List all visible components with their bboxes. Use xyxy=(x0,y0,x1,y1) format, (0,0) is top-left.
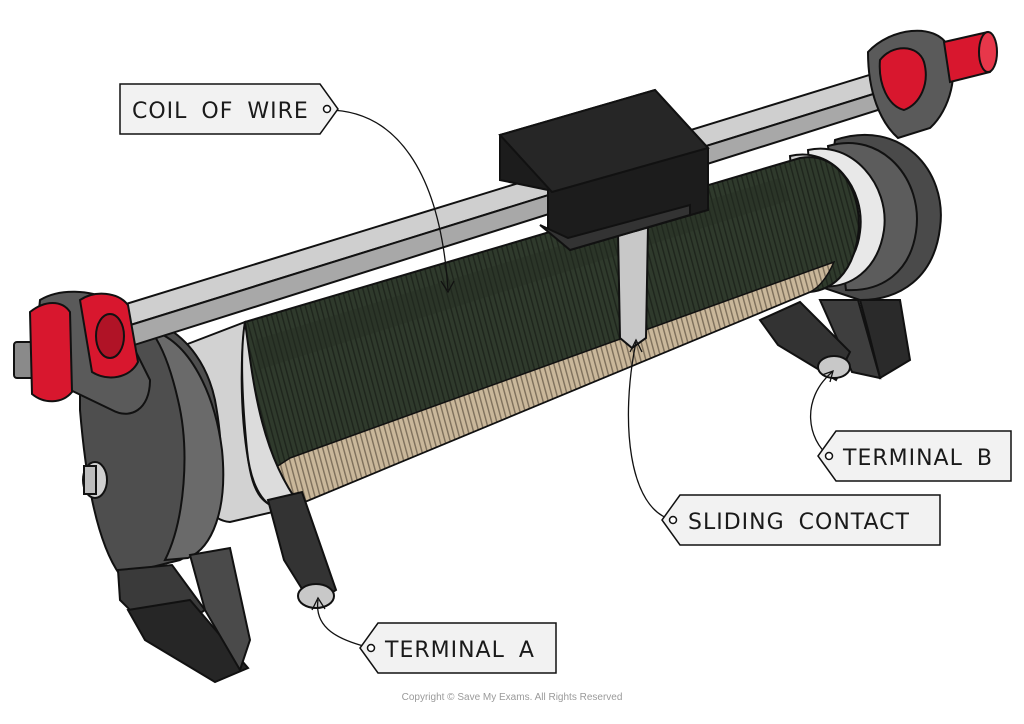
label-sliding-contact: SLIDING CONTACT xyxy=(661,494,941,546)
sliding-contact-label: SLIDING CONTACT xyxy=(688,510,910,535)
sliding-contact xyxy=(498,88,710,350)
sliding-contact-arrowhead xyxy=(629,338,643,353)
label-terminal-a: TERMINAL A xyxy=(359,622,557,674)
right-rail-bracket xyxy=(866,29,998,140)
left-red-knob xyxy=(28,292,140,403)
terminal-b-label: TERMINAL B xyxy=(842,446,993,471)
coil-leader xyxy=(326,109,449,291)
terminal-b-post xyxy=(758,300,852,382)
terminal-a-label: TERMINAL A xyxy=(384,638,535,663)
coil-arrowhead xyxy=(440,280,455,294)
label-coil-of-wire: COIL OF WIRE xyxy=(119,83,339,135)
sliding-contact-leader xyxy=(627,341,674,521)
coil-of-wire-label: COIL OF WIRE xyxy=(132,99,309,124)
label-terminal-b: TERMINAL B xyxy=(817,430,1012,482)
terminal-a-post xyxy=(266,490,338,609)
terminal-b-arrowhead xyxy=(821,369,834,383)
copyright-notice: Copyright © Save My Exams. All Rights Re… xyxy=(401,692,623,703)
terminal-a-arrowhead xyxy=(311,596,326,611)
